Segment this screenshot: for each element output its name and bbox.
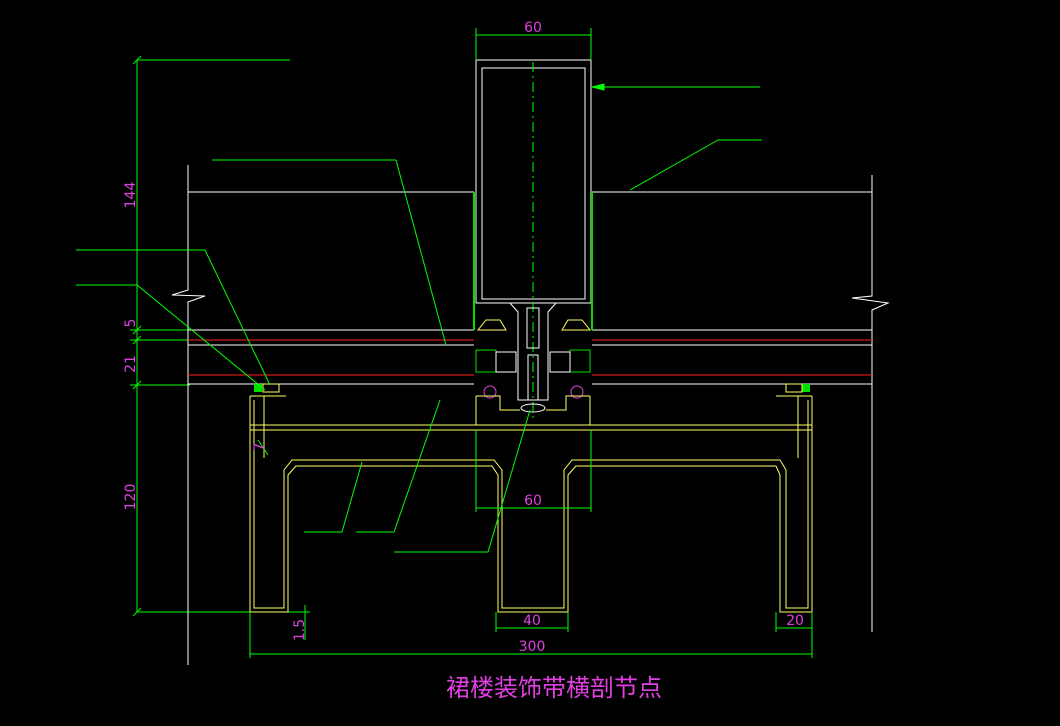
mullion-profile <box>473 59 593 420</box>
dim-height-144: 144 <box>123 182 139 209</box>
wall-outline <box>171 165 890 665</box>
screw <box>520 354 546 413</box>
dim-channel-width: 40 <box>523 613 541 629</box>
decorative-frame <box>249 395 813 613</box>
dim-plate-thickness: 1.5 <box>292 619 308 641</box>
dim-total-width: 300 <box>519 639 546 655</box>
dim-height-5: 5 <box>123 319 139 328</box>
dim-small-seven: 7 <box>252 443 268 452</box>
dim-height-120: 120 <box>123 484 139 511</box>
seals <box>254 319 810 399</box>
leader-lines <box>76 83 762 553</box>
glass-panels <box>188 329 872 385</box>
dim-height-21: 21 <box>123 355 139 373</box>
dim-right-flange: 20 <box>786 613 804 629</box>
dim-top-width: 60 <box>524 20 542 36</box>
drawing-title: 裙楼装饰带横剖节点 <box>446 674 662 702</box>
dim-mid-width: 60 <box>524 493 542 509</box>
horizontal-dimensions <box>249 28 813 658</box>
